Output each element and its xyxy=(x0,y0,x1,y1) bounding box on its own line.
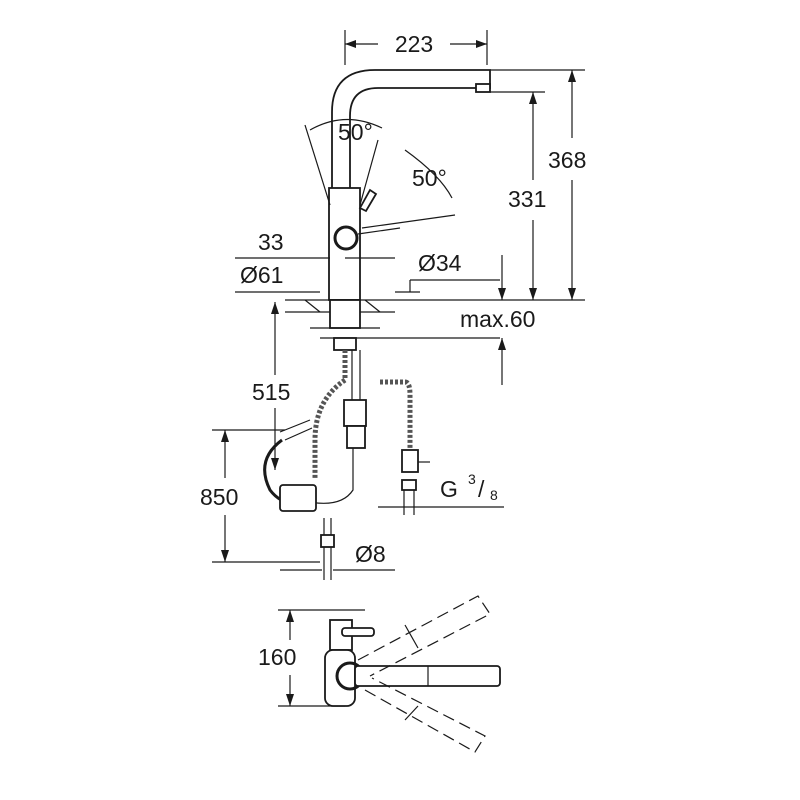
pipe-fitting xyxy=(320,534,335,548)
angle-arc-top xyxy=(309,118,383,131)
label-hose-length: 850 xyxy=(200,484,238,510)
label-tail-length: 515 xyxy=(252,379,290,405)
label-connection-slash: / xyxy=(478,476,485,502)
label-max-counter: max.60 xyxy=(460,306,535,332)
lever-handle xyxy=(357,227,401,235)
faucet-side-view xyxy=(285,69,500,351)
label-pipe-diameter: Ø8 xyxy=(355,541,386,567)
label-connection-prefix: G xyxy=(440,476,458,502)
label-spout-height: 331 xyxy=(508,186,546,212)
swivel-right xyxy=(364,677,486,753)
top-body xyxy=(324,649,356,707)
spout xyxy=(331,69,491,191)
label-angle-left: 50° xyxy=(338,119,373,145)
weight xyxy=(279,484,317,512)
lever-tilted xyxy=(358,188,378,213)
valve-nut xyxy=(401,479,417,491)
angle-valve xyxy=(401,449,419,473)
top-lever xyxy=(341,627,375,637)
lever-knob xyxy=(333,225,359,251)
connector-block xyxy=(343,399,367,427)
counter-hatch-2 xyxy=(364,299,381,313)
label-total-height: 368 xyxy=(548,147,586,173)
supply-hose-left xyxy=(312,350,348,478)
dimension-labels: 223 368 331 50° 50° 33 Ø61 Ø34 max.60 51… xyxy=(200,31,586,670)
angle-line-right xyxy=(359,139,379,206)
shank xyxy=(329,299,361,329)
faucet-top-view xyxy=(278,595,501,753)
connector-lower xyxy=(346,425,366,449)
nut xyxy=(333,337,357,351)
dimension-lines xyxy=(212,30,585,571)
angle-line-left xyxy=(304,124,331,206)
angle-line-horizontal xyxy=(361,214,456,229)
angle-arc-right xyxy=(404,149,453,199)
label-lever-offset: 33 xyxy=(258,229,284,255)
label-hole-diameter: Ø34 xyxy=(418,250,462,276)
label-top-view-depth: 160 xyxy=(258,644,296,670)
supply-hose-right xyxy=(380,379,413,450)
hoses xyxy=(263,350,430,580)
label-angle-right: 50° xyxy=(412,165,447,191)
spout-outlet xyxy=(475,83,491,93)
label-spout-reach: 223 xyxy=(395,31,433,57)
swivel-left xyxy=(357,595,491,677)
counter-hatch-1 xyxy=(304,299,321,313)
label-connection-den: 8 xyxy=(490,487,498,503)
label-connection-num: 3 xyxy=(468,471,476,487)
label-base-diameter: Ø61 xyxy=(240,262,283,288)
